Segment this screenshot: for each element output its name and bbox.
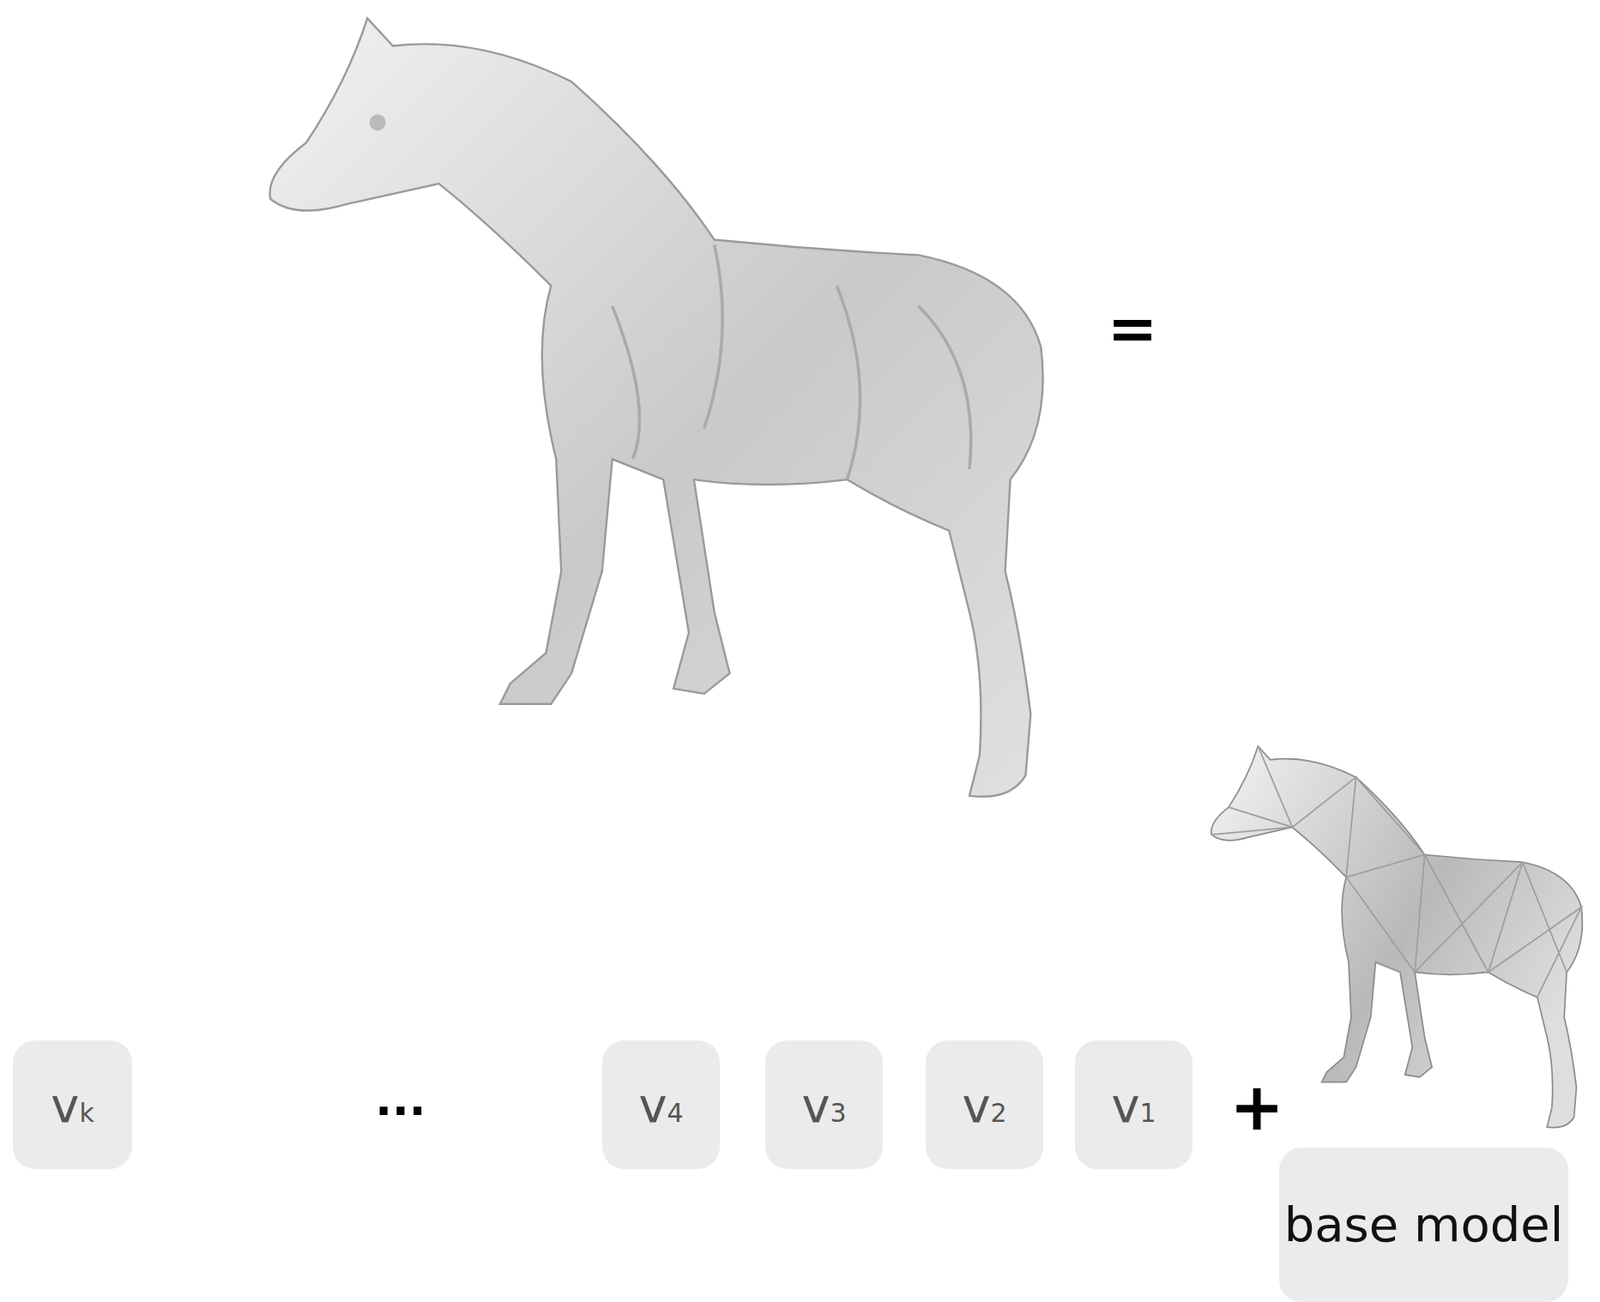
box-label: v3: [801, 1077, 846, 1134]
vector-box: v2: [925, 1040, 1044, 1170]
operator-symbol: +: [1229, 1068, 1285, 1146]
operator-symbol: ...: [374, 1074, 426, 1126]
vector-box: v3: [765, 1040, 883, 1170]
base-model-box: base model: [1279, 1147, 1569, 1302]
box-label: v2: [961, 1077, 1007, 1134]
detailed-horse: [270, 18, 1044, 797]
box-label: base model: [1284, 1197, 1564, 1253]
box-label: v4: [638, 1077, 683, 1134]
vector-box: v4: [602, 1040, 720, 1170]
vector-box: vk: [12, 1040, 133, 1170]
vector-box: v1: [1074, 1040, 1193, 1170]
operator-symbol: =: [1107, 293, 1159, 364]
box-label: vk: [50, 1077, 95, 1134]
box-label: v1: [1110, 1077, 1156, 1134]
